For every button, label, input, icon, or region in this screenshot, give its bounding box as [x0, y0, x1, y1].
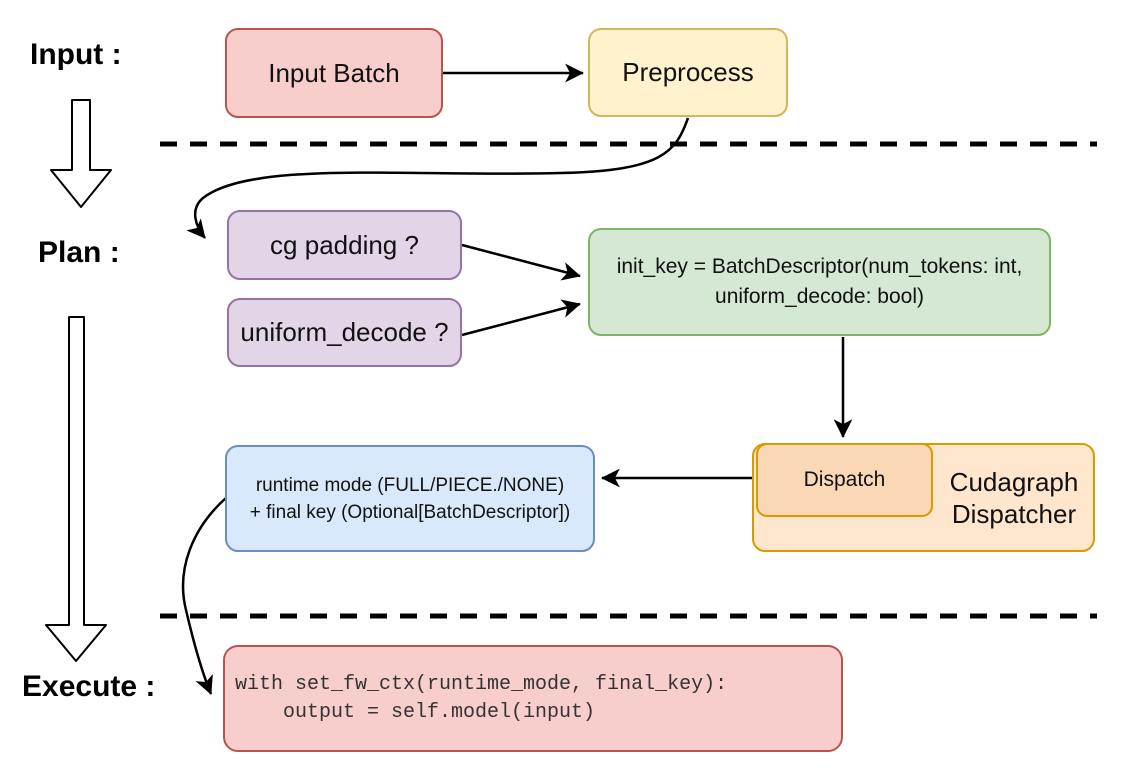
node-dispatch: Dispatch [756, 443, 933, 517]
node-runtime-mode: runtime mode (FULL/PIECE./NONE) + final … [225, 445, 595, 552]
node-preprocess: Preprocess [588, 28, 788, 117]
section-label-input: Input : [30, 38, 122, 71]
node-execute-code: with set_fw_ctx(runtime_mode, final_key)… [223, 645, 843, 752]
node-dispatch-label: Dispatch [803, 468, 886, 491]
node-init-key-line1: init_key = BatchDescriptor(num_tokens: i… [616, 255, 1023, 278]
node-init-key: init_key = BatchDescriptor(num_tokens: i… [588, 228, 1051, 336]
edge-uniformdecode-initkey [461, 299, 581, 337]
node-uniform-decode-label: uniform_decode ? [240, 317, 449, 347]
execute-code-line2: output = self.model(input) [235, 700, 596, 724]
execute-code-line1: with set_fw_ctx(runtime_mode, final_key)… [235, 672, 728, 696]
node-runtime-mode-line2: + final key (Optional[BatchDescriptor]) [249, 501, 571, 523]
edge-runtimemode-execute [181, 496, 228, 695]
node-preprocess-label: Preprocess [622, 57, 754, 87]
node-init-key-line2: uniform_decode: bool) [715, 285, 924, 308]
edge-preprocess-cgpadding [186, 117, 690, 239]
node-input-batch: Input Batch [225, 28, 443, 118]
cudagraph-label-line1: Cudagraph [949, 466, 1079, 497]
section-label-execute: Execute : [22, 670, 156, 703]
plan-to-execute-arrow-icon [45, 316, 107, 662]
cudagraph-label-line2: Dispatcher [951, 498, 1077, 529]
node-cg-padding: cg padding ? [227, 210, 462, 280]
section-label-plan: Plan : [38, 236, 120, 269]
edge-cgpadding-initkey [461, 243, 581, 281]
node-uniform-decode: uniform_decode ? [227, 298, 462, 367]
node-runtime-mode-line1: runtime mode (FULL/PIECE./NONE) [255, 474, 565, 496]
node-input-batch-label: Input Batch [268, 57, 400, 88]
node-cg-padding-label: cg padding ? [270, 229, 419, 260]
input-to-plan-arrow-icon [50, 99, 112, 208]
node-cudagraph-dispatcher-label: Cudagraph Dispatcher [710, 443, 1095, 552]
